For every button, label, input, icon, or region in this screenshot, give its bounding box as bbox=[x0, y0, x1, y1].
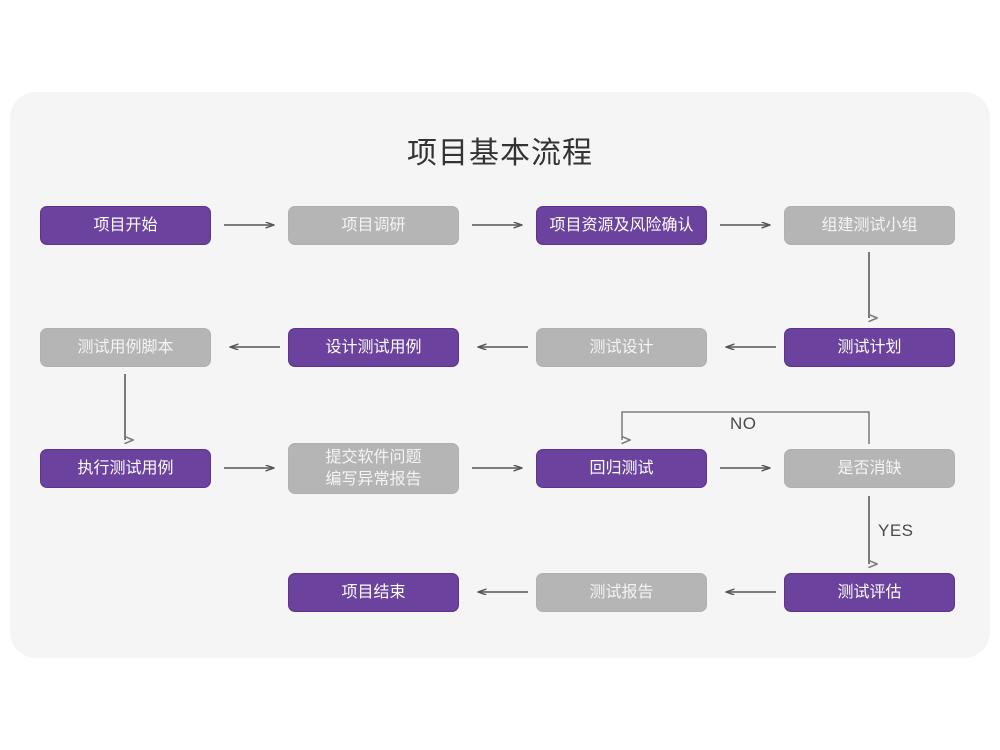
node-label: 测试设计 bbox=[589, 338, 654, 356]
node-project-end[interactable]: 项目结束 bbox=[288, 573, 459, 612]
node-test-report[interactable]: 测试报告 bbox=[536, 573, 707, 612]
node-test-case-script[interactable]: 测试用例脚本 bbox=[40, 328, 211, 367]
node-label: 是否消缺 bbox=[837, 459, 902, 477]
node-defect-cleared-decision[interactable]: 是否消缺 bbox=[784, 449, 955, 488]
node-label: 测试计划 bbox=[837, 338, 902, 356]
node-label: 测试报告 bbox=[589, 583, 654, 601]
node-label: 提交软件问题 编写异常报告 bbox=[325, 448, 422, 488]
node-test-evaluation[interactable]: 测试评估 bbox=[784, 573, 955, 612]
node-project-research[interactable]: 项目调研 bbox=[288, 206, 459, 245]
node-submit-defect-report[interactable]: 提交软件问题 编写异常报告 bbox=[288, 443, 459, 494]
node-label: 项目资源及风险确认 bbox=[549, 216, 694, 234]
node-label: 组建测试小组 bbox=[821, 216, 918, 234]
node-label: 项目结束 bbox=[341, 583, 406, 601]
node-label: 项目调研 bbox=[341, 216, 406, 234]
node-label: 执行测试用例 bbox=[77, 459, 174, 477]
edge-label-no: NO bbox=[730, 414, 757, 433]
node-execute-test-cases[interactable]: 执行测试用例 bbox=[40, 449, 211, 488]
flowchart-card bbox=[10, 92, 990, 658]
node-design-test-cases[interactable]: 设计测试用例 bbox=[288, 328, 459, 367]
node-label: 测试评估 bbox=[837, 583, 902, 601]
page-title: 项目基本流程 bbox=[407, 137, 593, 170]
node-test-plan[interactable]: 测试计划 bbox=[784, 328, 955, 367]
node-label: 项目开始 bbox=[93, 216, 158, 234]
node-label: 回归测试 bbox=[589, 459, 654, 477]
node-resource-risk-confirm[interactable]: 项目资源及风险确认 bbox=[536, 206, 707, 245]
node-label: 设计测试用例 bbox=[325, 338, 422, 356]
edge-label-yes: YES bbox=[878, 521, 914, 540]
node-label: 测试用例脚本 bbox=[77, 338, 174, 356]
node-build-test-team[interactable]: 组建测试小组 bbox=[784, 206, 955, 245]
node-project-start[interactable]: 项目开始 bbox=[40, 206, 211, 245]
node-regression-test[interactable]: 回归测试 bbox=[536, 449, 707, 488]
node-test-design[interactable]: 测试设计 bbox=[536, 328, 707, 367]
